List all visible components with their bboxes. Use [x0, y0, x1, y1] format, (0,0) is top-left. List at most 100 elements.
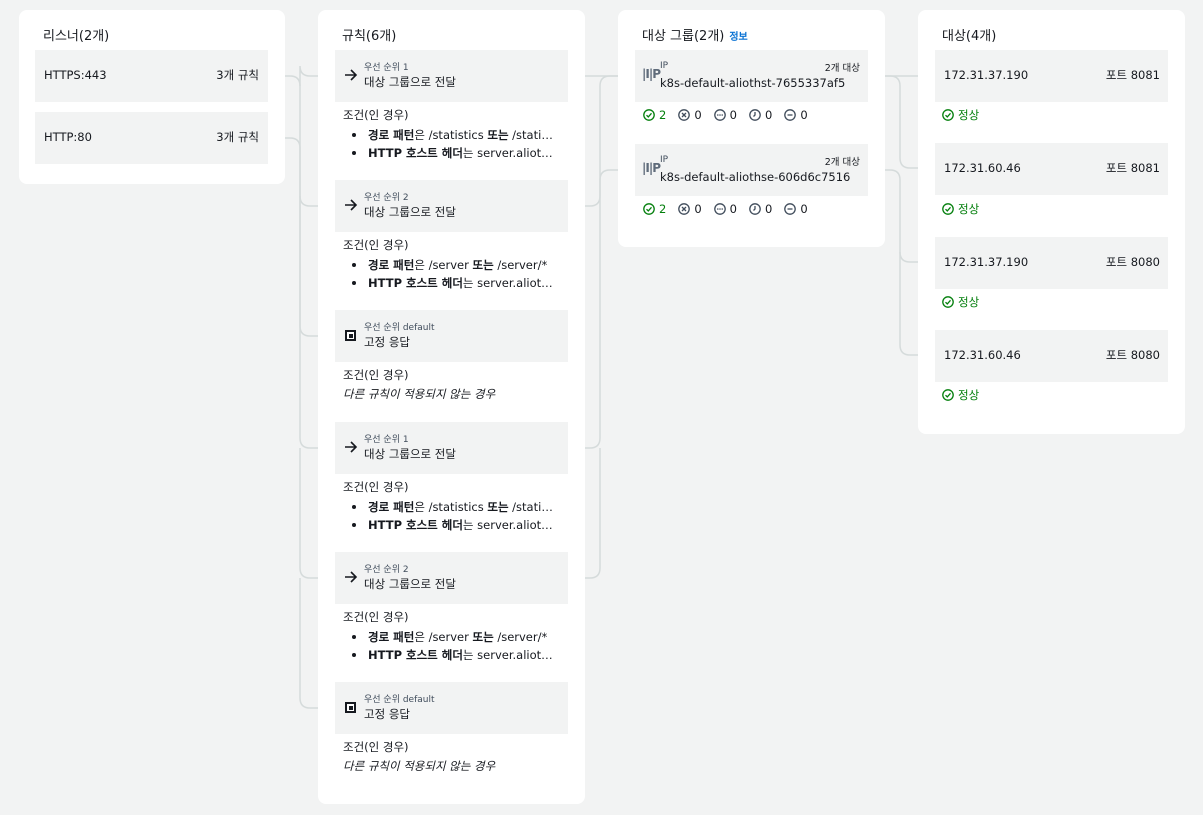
health-summary: 2 0 0 0 0	[643, 108, 820, 122]
rule-action: 고정 응답	[364, 335, 410, 349]
rule-priority: 우선 순위 2	[364, 565, 409, 575]
info-link[interactable]: 정보	[729, 32, 748, 43]
clock-icon	[749, 203, 761, 215]
rules-panel: 규칙(6개)	[318, 10, 585, 804]
rule-action: 고정 응답	[364, 707, 410, 721]
target-card[interactable]: 172.31.37.190 포트 8081	[935, 50, 1168, 102]
rule-priority: 우선 순위 1	[364, 435, 409, 445]
targets-title: 대상(4개)	[942, 29, 997, 44]
x-circle-icon	[678, 203, 691, 215]
rule-conditions: 조건(인 경우) 다른 규칙이 적용되지 않는 경우	[343, 367, 573, 402]
default-condition-text: 다른 규칙이 적용되지 않는 경우	[343, 759, 496, 773]
rule-priority: 우선 순위 default	[364, 323, 435, 333]
minus-circle-icon	[784, 109, 797, 121]
arrow-right-icon	[345, 571, 358, 583]
rule-conditions: 조건(인 경우) 경로 패턴은 /statistics 또는 /statisti…	[343, 107, 573, 162]
target-port: 포트 8081	[1105, 161, 1160, 175]
conditions-title: 조건(인 경우)	[343, 368, 409, 382]
condition-item: HTTP 호스트 헤더는 server.aliothstar.com	[343, 274, 558, 292]
health-initial: 0	[749, 202, 772, 216]
health-draining: 0	[784, 202, 808, 216]
target-card[interactable]: 172.31.60.46 포트 8081	[935, 143, 1168, 195]
dots-circle-icon	[713, 203, 726, 215]
target-type: IP	[660, 61, 669, 71]
target-port: 포트 8081	[1105, 68, 1160, 82]
target-ip: 172.31.37.190	[944, 255, 1029, 269]
rule-conditions: 조건(인 경우) 경로 패턴은 /server 또는 /server/* HTT…	[343, 237, 573, 292]
condition-item: 경로 패턴은 /server 또는 /server/*	[343, 628, 558, 646]
rule-card[interactable]: 우선 순위 1 대상 그룹으로 전달	[335, 422, 568, 474]
rule-action: 대상 그룹으로 전달	[364, 447, 456, 461]
x-circle-icon	[678, 109, 691, 121]
health-healthy: 2	[643, 202, 666, 216]
rule-priority: 우선 순위 default	[364, 695, 435, 705]
rule-action: 대상 그룹으로 전달	[364, 75, 456, 89]
ip-icon: |I|P	[642, 161, 661, 175]
rules-title: 규칙(6개)	[342, 29, 397, 44]
target-status: 정상	[942, 201, 979, 217]
rule-card[interactable]: 우선 순위 default 고정 응답	[335, 682, 568, 734]
health-unhealthy: 0	[678, 108, 702, 122]
target-ip: 172.31.60.46	[944, 161, 1021, 175]
check-circle-icon	[942, 203, 954, 215]
conditions-title: 조건(인 경우)	[343, 480, 409, 494]
arrow-right-icon	[345, 441, 358, 453]
default-condition-text: 다른 규칙이 적용되지 않는 경우	[343, 387, 496, 401]
listeners-title: 리스너(2개)	[43, 29, 110, 44]
rule-conditions: 조건(인 경우) 다른 규칙이 적용되지 않는 경우	[343, 739, 573, 774]
health-unused: 0	[713, 202, 737, 216]
arrow-right-icon	[345, 69, 358, 81]
rule-card[interactable]: 우선 순위 1 대상 그룹으로 전달	[335, 50, 568, 102]
conditions-title: 조건(인 경우)	[343, 238, 409, 252]
rule-card[interactable]: 우선 순위 2 대상 그룹으로 전달	[335, 552, 568, 604]
rule-card[interactable]: 우선 순위 default 고정 응답	[335, 310, 568, 362]
listener-rule-count: 3개 규칙	[216, 130, 259, 144]
check-circle-icon	[942, 109, 954, 121]
health-draining: 0	[784, 108, 808, 122]
rule-action: 대상 그룹으로 전달	[364, 577, 456, 591]
target-group-name: k8s-default-aliothst-7655337af5	[660, 76, 846, 90]
condition-item: HTTP 호스트 헤더는 server.aliothstar.com	[343, 646, 558, 664]
check-circle-icon	[942, 296, 954, 308]
rule-priority: 우선 순위 2	[364, 193, 409, 203]
health-summary: 2 0 0 0 0	[643, 202, 820, 216]
target-group-card[interactable]: |I|P IP k8s-default-aliothse-606d6c7516 …	[635, 144, 868, 196]
target-groups-panel: 대상 그룹(2개) 정보	[618, 10, 885, 247]
listener-name: HTTPS:443	[44, 68, 107, 82]
listener-name: HTTP:80	[44, 130, 92, 144]
rule-action: 대상 그룹으로 전달	[364, 205, 456, 219]
target-groups-title-text: 대상 그룹(2개)	[642, 29, 725, 44]
rule-card[interactable]: 우선 순위 2 대상 그룹으로 전달	[335, 180, 568, 232]
check-circle-icon	[643, 203, 655, 215]
minus-circle-icon	[784, 203, 797, 215]
listener-card-http[interactable]: HTTP:80 3개 규칙	[35, 112, 268, 164]
arrow-right-icon	[345, 199, 358, 211]
target-count: 2개 대상	[824, 63, 860, 74]
condition-item: HTTP 호스트 헤더는 server.aliothstar.com	[343, 516, 558, 534]
fixed-response-icon	[345, 702, 356, 713]
target-status: 정상	[942, 294, 979, 310]
target-count: 2개 대상	[824, 157, 860, 168]
target-port: 포트 8080	[1105, 348, 1160, 362]
clock-icon	[749, 109, 761, 121]
target-card[interactable]: 172.31.60.46 포트 8080	[935, 330, 1168, 382]
listener-card-https[interactable]: HTTPS:443 3개 규칙	[35, 50, 268, 102]
target-group-card[interactable]: |I|P IP k8s-default-aliothst-7655337af5 …	[635, 50, 868, 102]
condition-item: 경로 패턴은 /server 또는 /server/*	[343, 256, 558, 274]
condition-item: 경로 패턴은 /statistics 또는 /statistics/*	[343, 126, 558, 144]
listeners-panel: 리스너(2개) HTTPS:443 3개 규칙 HTTP:80 3개 규칙	[19, 10, 285, 184]
target-card[interactable]: 172.31.37.190 포트 8080	[935, 237, 1168, 289]
health-unused: 0	[713, 108, 737, 122]
conditions-title: 조건(인 경우)	[343, 610, 409, 624]
dots-circle-icon	[713, 109, 726, 121]
health-unhealthy: 0	[678, 202, 702, 216]
rule-conditions: 조건(인 경우) 경로 패턴은 /statistics 또는 /statisti…	[343, 479, 573, 534]
target-ip: 172.31.60.46	[944, 348, 1021, 362]
fixed-response-icon	[345, 330, 356, 341]
conditions-title: 조건(인 경우)	[343, 108, 409, 122]
rule-priority: 우선 순위 1	[364, 63, 409, 73]
target-groups-title: 대상 그룹(2개) 정보	[642, 25, 748, 44]
condition-item: HTTP 호스트 헤더는 server.aliothstar.com	[343, 144, 558, 162]
health-initial: 0	[749, 108, 772, 122]
